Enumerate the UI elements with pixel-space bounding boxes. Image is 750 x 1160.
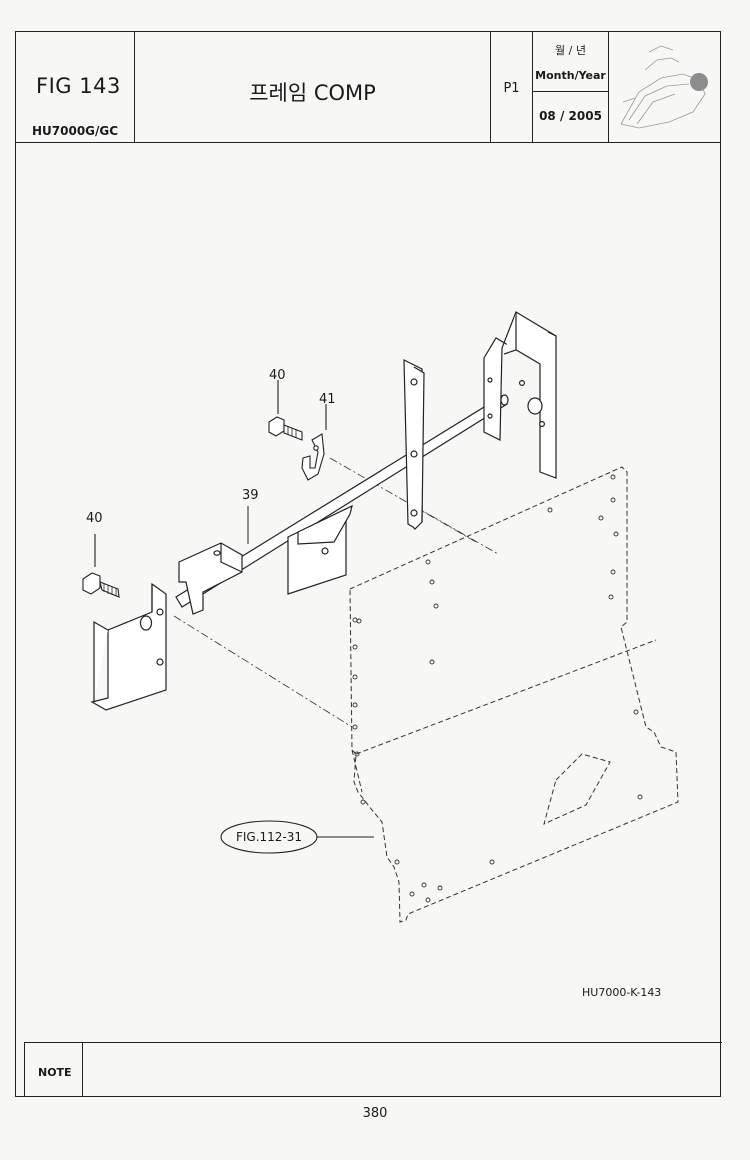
left-bracket [90, 582, 167, 711]
drawing-number: HU7000-K-143 [582, 986, 662, 999]
exploded-view-svg: 39 40 40 41 FIG.112-31 [82, 311, 679, 923]
page-code: P1 [503, 81, 520, 96]
fig-cell: FIG 143 HU7000G/GC [16, 32, 135, 142]
reference-fig-label: FIG.112-31 [236, 830, 302, 844]
vertical-bar [403, 359, 425, 530]
date-value: 08 / 2005 [539, 109, 602, 123]
model-code: HU7000G/GC [32, 124, 119, 138]
fig-number: FIG 143 [36, 74, 121, 98]
bracket-clamp [178, 542, 243, 615]
note-left-rule [24, 1042, 25, 1096]
hook-clip-41 [301, 404, 327, 481]
callout-39: 39 [242, 488, 259, 503]
note-section: NOTE [24, 1042, 722, 1096]
panel-outline [349, 466, 679, 923]
page-number: 380 [362, 1106, 388, 1121]
date-label-kr: 월 / 년 [555, 44, 586, 57]
date-label-en: Month/Year [533, 62, 608, 92]
right-bracket [483, 311, 557, 479]
header-table: FIG 143 HU7000G/GC 프레임 COMP P1 월 / 년 Mon… [16, 32, 720, 143]
note-label: NOTE [38, 1066, 72, 1079]
plate-bracket [287, 504, 353, 595]
callout-41: 41 [319, 392, 336, 407]
shaft-39 [175, 394, 509, 608]
callout-40-left: 40 [86, 511, 103, 526]
note-label-cell: NOTE [24, 1043, 83, 1096]
parts-sheet: FIG 143 HU7000G/GC 프레임 COMP P1 월 / 년 Mon… [15, 31, 722, 1097]
callout-40-top: 40 [269, 368, 286, 383]
page-title: 프레임 COMP [249, 81, 376, 105]
page-cell: P1 [491, 32, 533, 142]
exploded-diagram: 39 40 40 41 FIG.112-31 [16, 142, 720, 1042]
panel-holes [352, 474, 643, 903]
assembly-centerlines [173, 457, 499, 728]
bolt-40-left [82, 534, 120, 598]
title-cell: 프레임 COMP [135, 32, 491, 142]
reference-callout: FIG.112-31 [220, 820, 374, 854]
date-cell: 월 / 년 Month/Year 08 / 2005 [533, 32, 609, 142]
bolt-40-top [268, 380, 303, 441]
combine-logo-icon [620, 45, 708, 129]
logo-cell [609, 32, 722, 142]
